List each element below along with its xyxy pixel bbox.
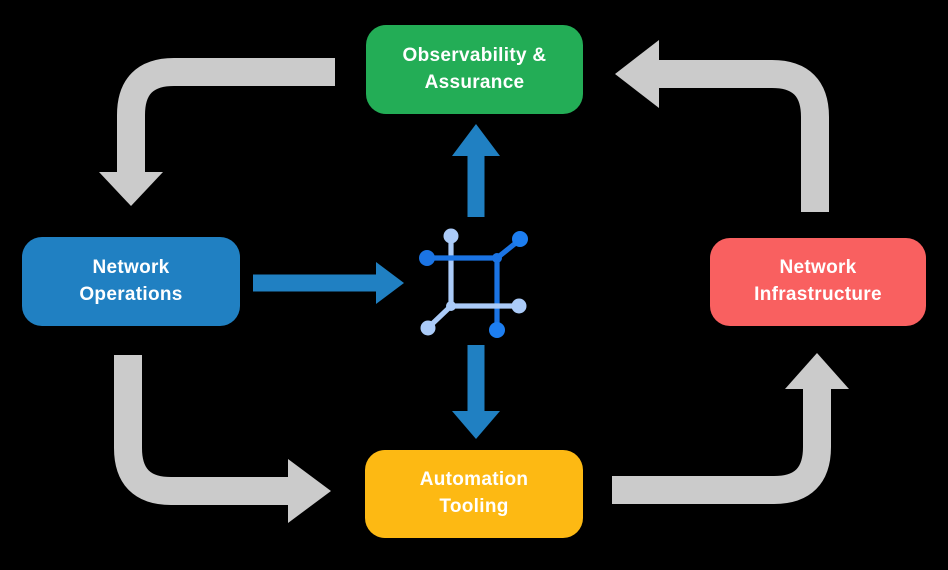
icon-node-right: [511, 298, 527, 314]
node-network-operations: Network Operations: [22, 237, 240, 326]
cycle-arrow-observability-to-operations: [99, 58, 335, 206]
icon-node-topright: [512, 231, 528, 247]
cycle-arrow-infrastructure-to-observability: [615, 40, 829, 212]
cycle-arrow-operations-to-automation: [114, 355, 331, 523]
node-observability-assurance: Observability & Assurance: [366, 25, 583, 114]
cycle-arrow-automation-to-infrastructure: [612, 353, 849, 504]
icon-corner-dot-topright: [492, 253, 502, 263]
flow-arrow-operations-to-center: [253, 262, 404, 304]
node-label-line: Network: [779, 257, 857, 279]
node-label-line: Observability &: [402, 44, 547, 66]
icon-node-bottomleft: [420, 320, 436, 336]
node-label-line: Infrastructure: [754, 284, 882, 305]
node-label-line: Assurance: [424, 71, 525, 93]
node-label-line: Automation: [419, 469, 529, 491]
icon-node-left: [419, 250, 435, 266]
icon-node-bottom: [489, 322, 505, 338]
network-fabric-icon: [419, 228, 528, 338]
node-network-infrastructure: Network Infrastructure: [710, 238, 926, 326]
flow-arrow-center-to-automation: [452, 345, 500, 439]
node-label-line: Network: [92, 256, 170, 278]
icon-node-top: [443, 228, 459, 244]
node-automation-tooling: Automation Tooling: [365, 450, 583, 538]
icon-corner-dot-bottomleft: [446, 301, 456, 311]
node-label-line: Tooling: [439, 496, 509, 517]
node-label-line: Operations: [79, 283, 183, 305]
flow-arrow-center-to-observability: [452, 124, 500, 217]
